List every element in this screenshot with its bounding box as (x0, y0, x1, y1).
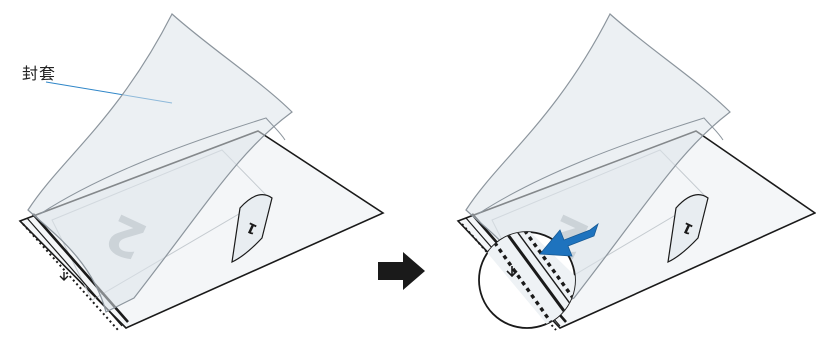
right-arrow-icon (378, 252, 425, 290)
panel-before: 2 1 (20, 14, 383, 330)
panel-after: 2 1 (458, 14, 815, 338)
